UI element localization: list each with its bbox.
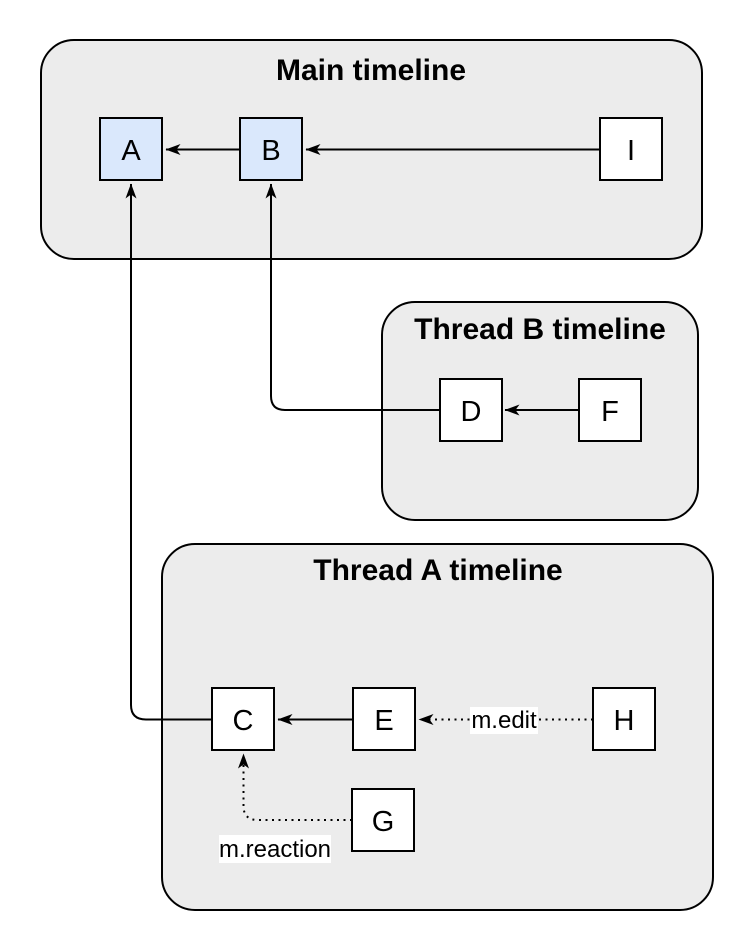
node-g-label: G — [372, 806, 395, 838]
node-h-label: H — [614, 705, 635, 737]
node-g-box — [351, 788, 415, 852]
container-thread-a-timeline-box — [161, 543, 714, 911]
node-c-label: C — [233, 705, 254, 737]
node-i-box — [599, 117, 663, 181]
node-d-label: D — [461, 396, 482, 428]
edge-label-m-edit-text: m.edit — [471, 707, 537, 734]
edge-label-m-reaction: m.reaction — [219, 835, 331, 863]
edge-label-m-reaction-bg — [219, 835, 331, 863]
edge-label-m-edit-bg — [470, 707, 538, 734]
container-title-thread-b-timeline: Thread B timeline — [414, 313, 666, 346]
node-g: G — [351, 788, 415, 852]
node-a-label: A — [121, 135, 141, 167]
node-h: H — [592, 687, 656, 751]
edge-c-to-a — [125, 183, 212, 721]
node-d: D — [439, 378, 503, 442]
container-title-thread-a-timeline: Thread A timeline — [313, 554, 563, 587]
container-thread-a-timeline: Thread A timeline — [161, 543, 714, 911]
node-a-box — [99, 117, 163, 181]
node-c: C — [211, 687, 275, 751]
edge-d-to-b — [265, 183, 440, 411]
node-f-box — [578, 378, 642, 442]
node-d-box — [439, 378, 503, 442]
edge-label-m-edit: m.edit — [470, 707, 538, 734]
node-f: F — [578, 378, 642, 442]
container-title-main-timeline: Main timeline — [276, 54, 466, 87]
node-e: E — [352, 687, 416, 751]
node-b-box — [239, 117, 303, 181]
node-f-label: F — [601, 396, 619, 428]
node-b-label: B — [261, 135, 280, 167]
edge-label-m-reaction-text: m.reaction — [219, 836, 331, 863]
node-a: A — [99, 117, 163, 181]
node-e-label: E — [374, 705, 393, 737]
node-c-box — [211, 687, 275, 751]
node-i-label: I — [627, 135, 635, 167]
node-e-box — [352, 687, 416, 751]
edge-g-to-c-m-reaction — [238, 753, 352, 821]
node-i: I — [599, 117, 663, 181]
node-h-box — [592, 687, 656, 751]
node-b: B — [239, 117, 303, 181]
